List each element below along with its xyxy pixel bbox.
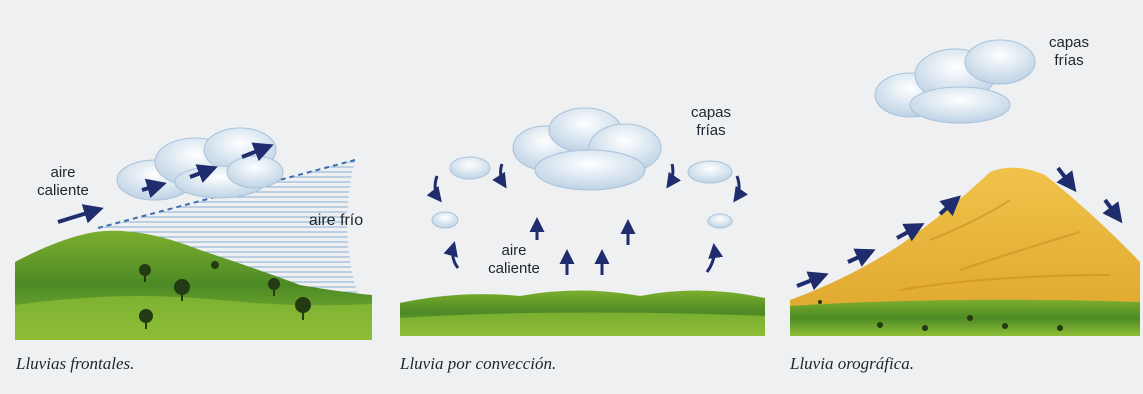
warm-air-label: aire caliente (28, 164, 98, 200)
cold-layers-label-line1: capas (1048, 34, 1090, 51)
small-cloud-icon (431, 156, 733, 229)
cloud-icon (512, 107, 662, 191)
warm-air-label-line1: aire (501, 242, 527, 259)
convection-arrows (426, 163, 749, 275)
orographic-arrows (796, 166, 1123, 291)
panel-convection (400, 107, 765, 336)
caption-convection: Lluvia por convección. (400, 354, 557, 373)
warm-air-label-line1: aire (50, 164, 76, 181)
cold-layers-label-line2: frías (696, 122, 726, 139)
warm-air-arrows (57, 142, 274, 224)
cold-layers-label: capas frías (676, 104, 746, 140)
cold-layers-label-line1: capas (690, 104, 732, 121)
warm-air-label-line2: caliente (37, 182, 89, 199)
cold-air-wedge (100, 160, 358, 295)
warm-air-label: aire caliente (474, 242, 554, 278)
tree-icon (818, 300, 1063, 331)
cold-air-label: aire frío (308, 212, 364, 229)
cold-layers-label: capas frías (1034, 34, 1104, 70)
cold-layers-label-line2: frías (1054, 52, 1084, 69)
panel-frontal (15, 127, 372, 340)
caption-orographic: Lluvia orográfica. (790, 354, 915, 373)
warm-air-label-line2: caliente (488, 260, 540, 277)
panel-orographic (790, 39, 1140, 336)
tree-icon (139, 261, 311, 329)
mountain-terrain (790, 167, 1140, 320)
caption-frontal: Lluvias frontales. (16, 354, 135, 373)
cloud-icon (874, 39, 1036, 124)
